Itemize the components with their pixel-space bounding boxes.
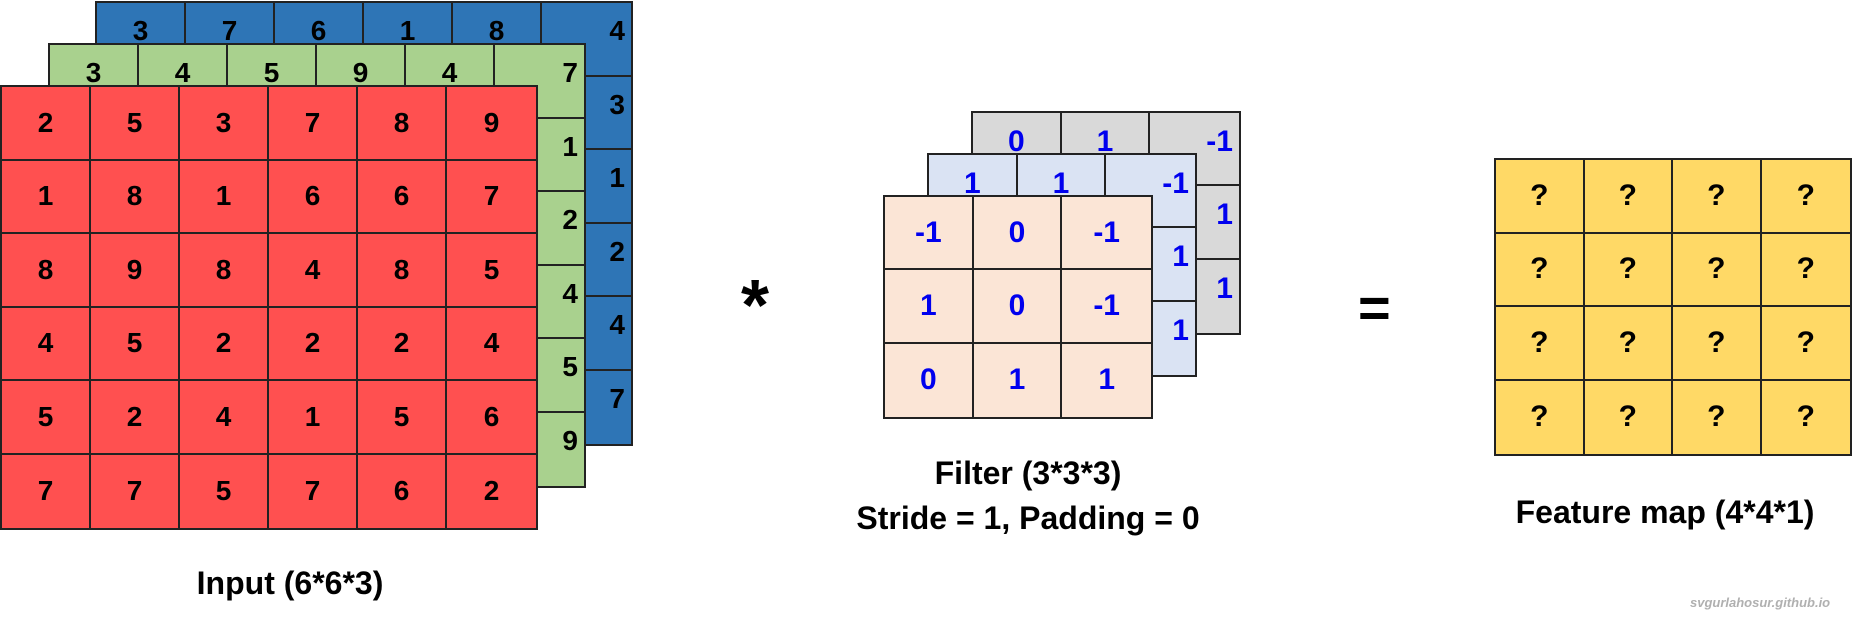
grid-cell: ? xyxy=(1496,160,1585,234)
grid-cell: 8 xyxy=(358,234,447,308)
grid-cell: 6 xyxy=(269,160,358,234)
convolution-operator: * xyxy=(741,266,770,346)
grid-cell: 7 xyxy=(91,454,180,528)
grid-cell: 8 xyxy=(180,234,269,308)
grid-cell: 9 xyxy=(562,424,578,456)
grid-cell: ? xyxy=(1761,307,1850,381)
grid-cell: ? xyxy=(1796,400,1815,434)
grid-cell: 5 xyxy=(2,381,91,455)
grid-cell: 2 xyxy=(91,381,180,455)
grid-cell: -1 xyxy=(885,197,974,271)
grid-cell: 9 xyxy=(447,87,536,161)
grid-cell: 5 xyxy=(447,234,536,308)
grid-cell: 4 xyxy=(269,234,358,308)
grid-cell: ? xyxy=(1673,307,1762,381)
grid-cell: -1 xyxy=(1062,270,1151,344)
grid-cell: 5 xyxy=(180,454,269,528)
grid-cell: 2 xyxy=(269,307,358,381)
grid-cell: 4 xyxy=(180,381,269,455)
grid-cell: 1 xyxy=(885,270,974,344)
grid-cell: ? xyxy=(1496,233,1585,307)
feature-map-grid: ???????????????? xyxy=(1494,158,1852,456)
grid-cell: 7 xyxy=(269,454,358,528)
grid-cell: 1 xyxy=(495,119,584,192)
filter-label: Filter (3*3*3) xyxy=(934,455,1122,491)
grid-cell: 2 xyxy=(483,475,500,507)
grid-cell: ? xyxy=(1585,380,1673,454)
grid-cell: 7 xyxy=(609,382,625,414)
grid-cell: 0 xyxy=(973,270,1063,344)
grid-cell: ? xyxy=(1584,160,1673,234)
grid-cell: 2 xyxy=(180,307,269,381)
grid-cell: 1 xyxy=(2,160,91,234)
grid-cell: 8 xyxy=(358,87,447,161)
grid-cell: -1 xyxy=(1062,197,1151,271)
grid-cell: 1 xyxy=(542,150,631,224)
grid-cell: 1 xyxy=(974,343,1063,417)
grid-cell: 5 xyxy=(495,339,584,413)
grid-cell: 0 xyxy=(885,343,974,417)
grid-cell: 4 xyxy=(447,308,536,381)
equals-operator: = xyxy=(1358,276,1391,339)
grid-cell: 1 xyxy=(1098,363,1115,397)
grid-cell: 6 xyxy=(447,381,536,455)
grid-cell: 5 xyxy=(358,381,447,455)
grid-cell: ? xyxy=(1673,380,1762,454)
grid-cell: 2 xyxy=(542,224,631,297)
grid-cell: 9 xyxy=(91,234,180,308)
watermark-text: svgurlahosur.github.io xyxy=(1690,595,1831,610)
feature-map-label: Feature map (4*4*1) xyxy=(1515,494,1815,530)
grid-cell: ? xyxy=(1761,234,1850,307)
grid-cell: ? xyxy=(1584,233,1673,307)
grid-cell: 3 xyxy=(180,87,269,161)
grid-cell: 4 xyxy=(2,307,91,381)
grid-cell: 0 xyxy=(973,197,1063,271)
input-label: Input (6*6*3) xyxy=(196,565,384,601)
grid-cell: 7 xyxy=(269,87,358,161)
grid-cell: 1 xyxy=(1216,271,1233,305)
grid-cell: 4 xyxy=(495,266,584,339)
grid-cell: ? xyxy=(1496,307,1585,381)
grid-cell: 5 xyxy=(91,307,180,381)
grid-cell: 2 xyxy=(2,87,91,161)
grid-cell: 8 xyxy=(2,234,91,308)
grid-cell: ? xyxy=(1761,160,1850,234)
grid-cell: 4 xyxy=(542,297,631,371)
grid-cell: 6 xyxy=(358,454,447,528)
grid-cell: 7 xyxy=(2,454,91,528)
grid-cell: 1 xyxy=(269,381,358,455)
grid-cell: 5 xyxy=(91,87,180,161)
grid-cell: 7 xyxy=(495,45,584,119)
grid-cell: 3 xyxy=(542,77,631,150)
grid-cell: 2 xyxy=(358,307,447,381)
filter-params-label: Stride = 1, Padding = 0 xyxy=(856,500,1200,536)
grid-cell: ? xyxy=(1673,160,1762,234)
grid-cell: ? xyxy=(1496,380,1585,454)
grid-cell: 7 xyxy=(447,161,536,234)
grid-cell: 6 xyxy=(358,160,447,234)
grid-cell: 1 xyxy=(180,160,269,234)
grid-cell: 2 xyxy=(495,192,584,266)
grid-cell: ? xyxy=(1673,233,1762,307)
grid-cell: 1 xyxy=(1172,313,1189,347)
grid-cell: 8 xyxy=(91,160,180,234)
grid-cell: ? xyxy=(1584,307,1673,381)
grid-cell: 4 xyxy=(542,3,631,77)
